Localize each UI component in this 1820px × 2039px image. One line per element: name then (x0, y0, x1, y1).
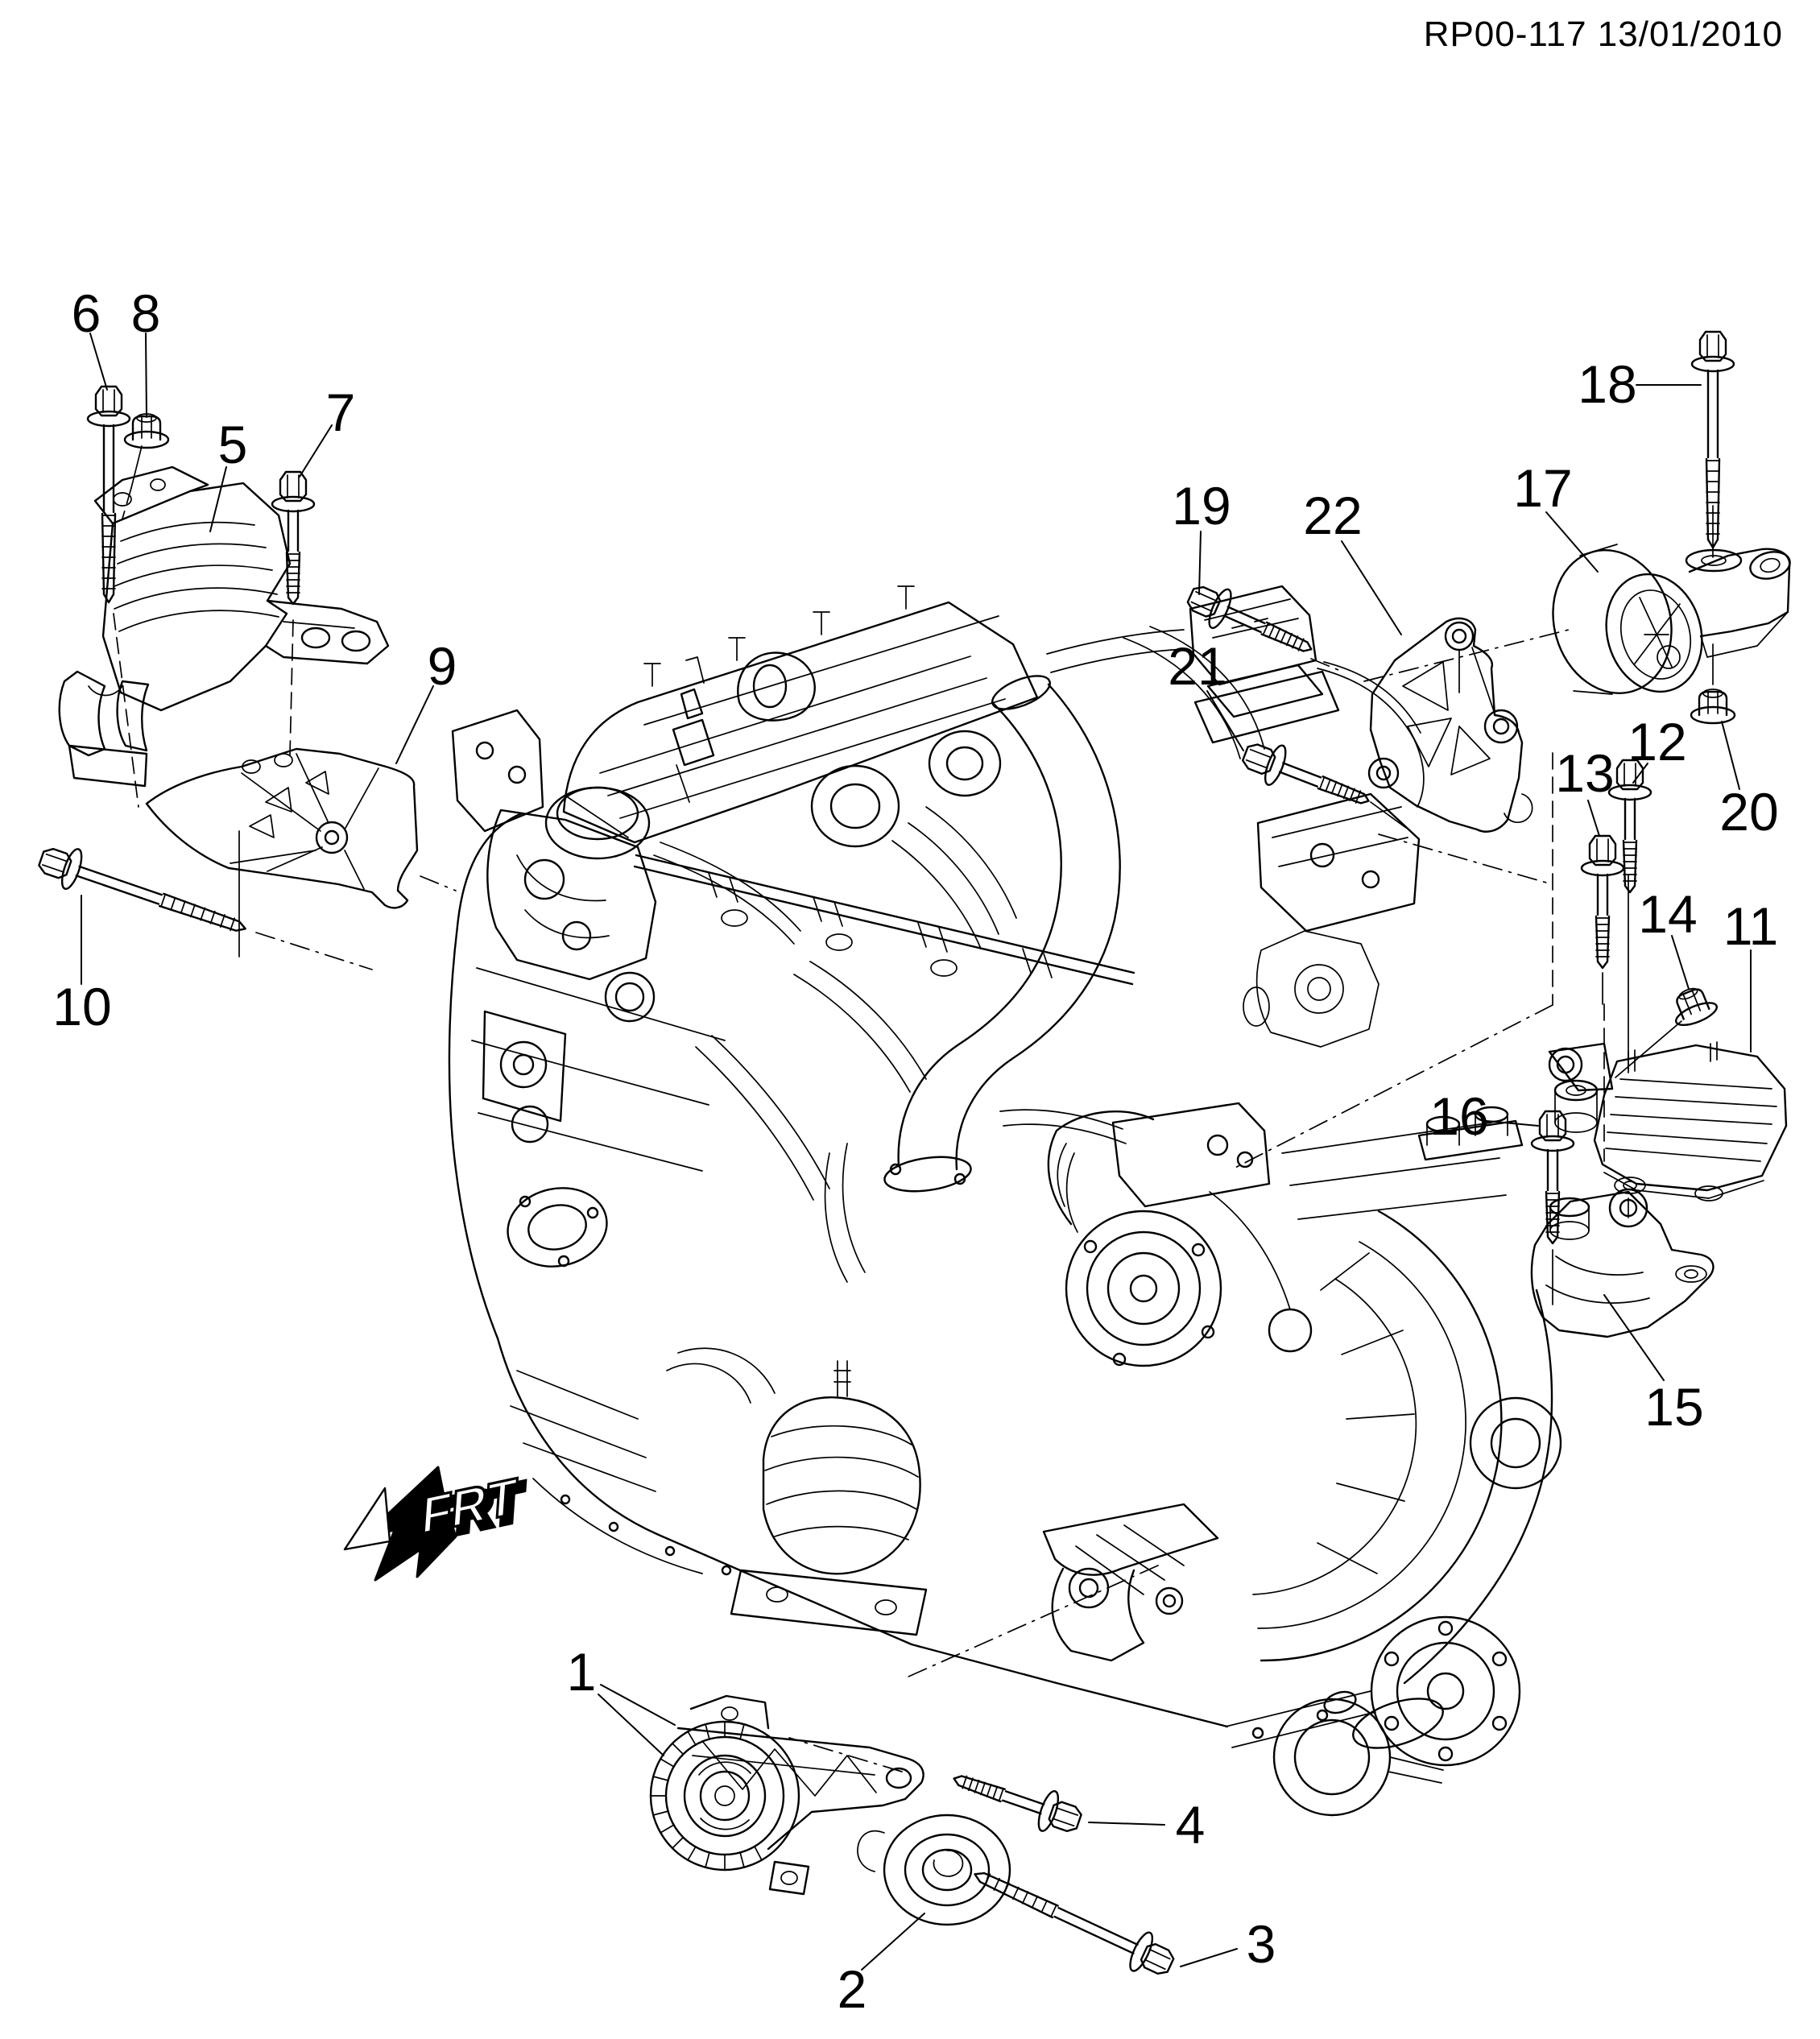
part-bolt-10 (33, 838, 254, 950)
leader-13 (1587, 800, 1600, 837)
part-nut-20 (1690, 688, 1736, 725)
part-mount-1 (649, 1694, 924, 1896)
leader-16 (1486, 1120, 1539, 1127)
callout-21: 21 (1168, 636, 1226, 696)
callout-15: 15 (1644, 1377, 1703, 1437)
leader-8 (145, 333, 147, 418)
callout-5: 5 (218, 415, 248, 474)
callout-14: 14 (1638, 884, 1697, 944)
callout-9: 9 (428, 636, 457, 696)
frt-label: FRT (420, 1468, 519, 1545)
leader-22 (1341, 540, 1402, 635)
leader-14 (1671, 935, 1690, 990)
callout-10: 10 (52, 977, 111, 1036)
frt-direction-marker: FRT FRT (343, 1466, 528, 1582)
leader-9 (395, 685, 434, 764)
callout-3: 3 (1247, 1914, 1276, 1974)
callout-16: 16 (1429, 1086, 1488, 1146)
part-mount-17 (1552, 544, 1791, 695)
leader-15 (1603, 1294, 1665, 1381)
engine-assembly (448, 585, 1562, 1817)
leader-5 (209, 466, 227, 532)
part-bushing-2 (857, 1814, 1011, 1926)
part-bolt-13 (1580, 834, 1625, 970)
leader-17 (1545, 511, 1599, 573)
leader-6 (89, 333, 108, 391)
leader-1 (598, 1684, 676, 1756)
part-bolt-21 (1236, 733, 1378, 822)
leader-4 (1088, 1822, 1165, 1826)
part-bolt-12 (1607, 759, 1652, 894)
part-engine-mount-5 (58, 465, 390, 788)
callout-2: 2 (838, 1959, 867, 2019)
frt-arrowhead-outline (343, 1487, 391, 1551)
leader-19 (1198, 531, 1202, 595)
part-nut-8 (123, 412, 170, 449)
part-bracket-22 (1367, 617, 1533, 833)
document-reference: RP00-117 13/01/2010 (1423, 14, 1783, 54)
leader-2 (861, 1913, 925, 1971)
construction-lines (113, 445, 1714, 1772)
callout-13: 13 (1555, 743, 1614, 803)
callout-17: 17 (1513, 458, 1572, 518)
callout-12: 12 (1628, 712, 1686, 771)
part-bracket-9 (145, 747, 419, 909)
part-nut-14 (1665, 981, 1721, 1031)
callout-20: 20 (1719, 782, 1778, 842)
part-bolt-4 (945, 1757, 1087, 1843)
part-mount-11 (1548, 1041, 1788, 1201)
callout-19: 19 (1172, 476, 1231, 536)
callout-7: 7 (326, 383, 356, 442)
leader-12 (1632, 763, 1648, 784)
callout-11: 11 (1723, 896, 1779, 956)
callout-6: 6 (72, 283, 101, 343)
leader-7 (299, 424, 333, 478)
part-bolt-3 (965, 1854, 1181, 1986)
callout-labels: 1 2 3 4 5 6 7 8 9 10 11 12 13 14 15 16 1… (52, 283, 1778, 2019)
callout-8: 8 (131, 283, 161, 343)
callout-22: 22 (1303, 486, 1362, 545)
leader-21 (1206, 690, 1244, 751)
part-bracket-15 (1530, 1188, 1715, 1338)
leader-20 (1721, 721, 1740, 790)
callout-4: 4 (1176, 1795, 1206, 1855)
leader-lines (81, 333, 1752, 1971)
callout-1: 1 (567, 1642, 597, 1702)
callout-18: 18 (1578, 354, 1636, 414)
leader-3 (1180, 1948, 1238, 1967)
